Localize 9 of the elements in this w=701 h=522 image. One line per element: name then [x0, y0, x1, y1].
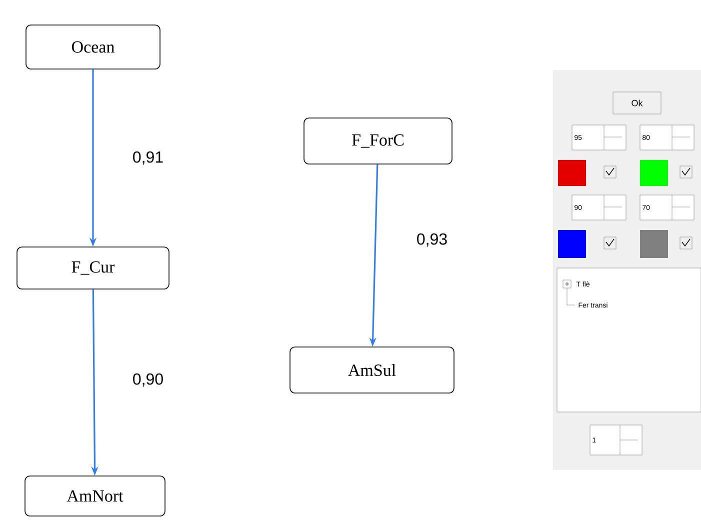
- node-box: Ocean: [26, 24, 160, 70]
- node-box: F_ForC: [304, 118, 452, 164]
- edge-label: 0,90: [130, 371, 166, 389]
- edge-label: 0,91: [130, 149, 166, 167]
- ok-button: Ok: [612, 92, 662, 114]
- node-box: AmNort: [24, 476, 166, 516]
- node-box: F_Cur: [16, 246, 170, 290]
- edge-label: 0,93: [414, 231, 450, 249]
- node-box: AmSul: [290, 346, 454, 394]
